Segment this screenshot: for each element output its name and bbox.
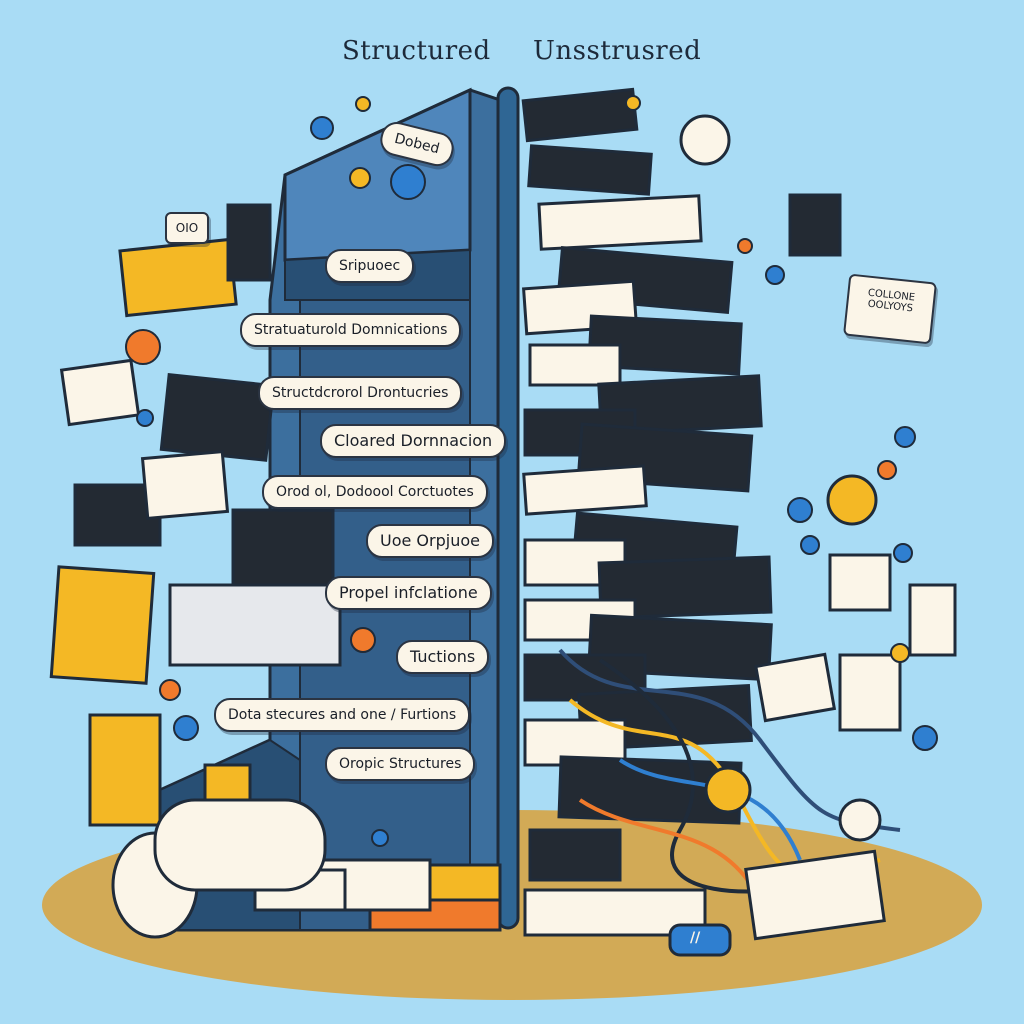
item-label-7: Tuctions: [396, 640, 490, 674]
item-label-8: Dota stecures and one / Furtions: [214, 698, 471, 732]
item-label-3: Cloared Dornnacion: [320, 424, 507, 458]
divider-bar: [496, 86, 520, 930]
small-card: OIO: [165, 212, 209, 244]
structured-heading: Structured: [342, 36, 491, 66]
right-clutter: [668, 114, 957, 957]
unstructured-screen-stack: [521, 87, 773, 937]
item-label-6: Propel infclatione: [325, 576, 492, 610]
item-label-1: Stratuaturold Domnications: [240, 313, 462, 347]
scattered-dots: [125, 95, 938, 847]
item-label-0: Sripuoec: [325, 249, 415, 283]
item-label-4: Orod ol, Dodoool Corctuotes: [262, 475, 488, 509]
device-tag: //: [690, 930, 701, 946]
right-card: COLLONE OOLYOYS: [843, 273, 937, 345]
item-label-9: Oropic Structures: [325, 747, 476, 781]
paper-stack: [111, 798, 502, 939]
unstructured-heading: Unsstrusred: [533, 36, 702, 66]
left-clutter: [49, 203, 342, 827]
item-label-5: Uoe Orpjuoe: [366, 524, 494, 558]
item-label-2: Structdcrorol Drontucries: [258, 376, 463, 410]
